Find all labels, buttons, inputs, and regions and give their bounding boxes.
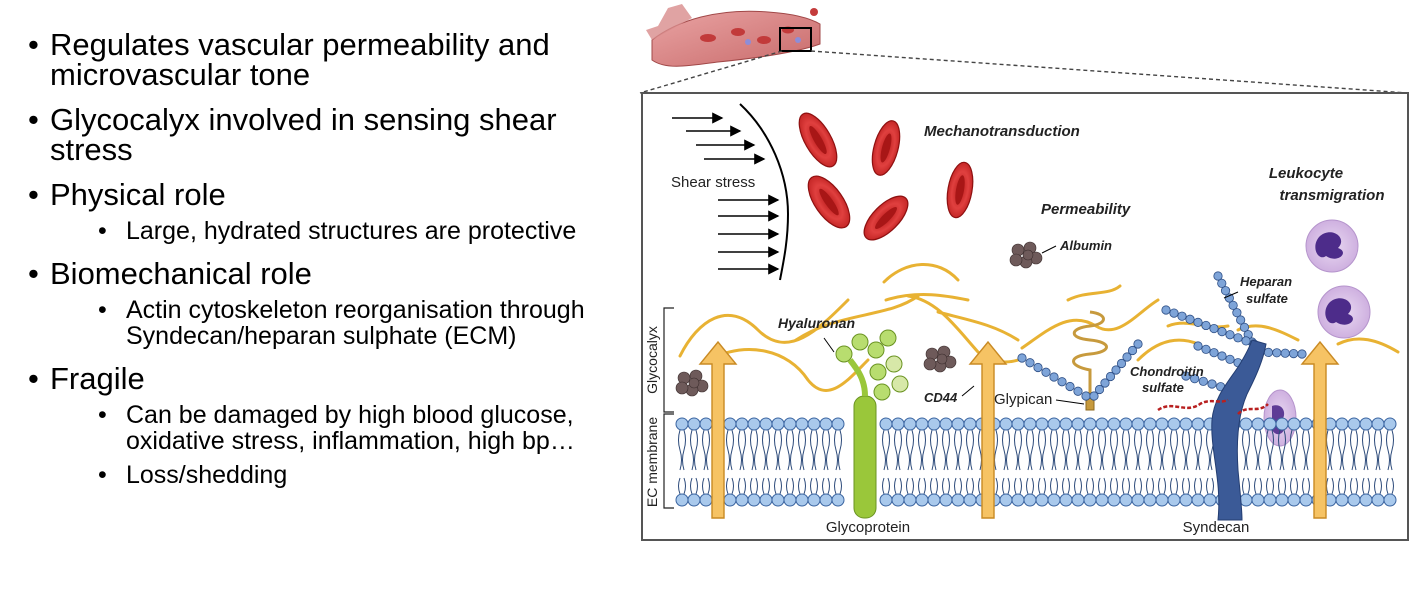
sub-bullet-text: Large, hydrated structures are protectiv… [126, 217, 577, 245]
cd44-label: CD44 [924, 390, 958, 405]
zoom-line [639, 50, 783, 94]
heparan-sulfate-chains [1017, 271, 1307, 401]
bullet-item: FragileCan be damaged by high blood gluc… [28, 361, 638, 488]
hyaluronan-label: Hyaluronan [778, 315, 855, 331]
albumin-label: Albumin [1059, 238, 1112, 253]
glycoprotein-label: Glycoprotein [826, 519, 910, 536]
glycocalyx-bracket [663, 307, 674, 413]
bullet-list: Regulates vascular permeability and micr… [28, 27, 638, 503]
bullet-text: Glycocalyx involved in sensing shear str… [50, 102, 557, 167]
ec-membrane-side-label: EC membrane [644, 417, 660, 507]
shear-arrows [672, 103, 790, 281]
permeability-label: Permeability [1041, 201, 1131, 218]
glycocalyx-figure: Shear stress Mechanotransduction Permeab… [639, 4, 1409, 541]
syndecan-label: Syndecan [1183, 519, 1250, 536]
leukocytes [1263, 219, 1371, 447]
albumin-molecules [675, 241, 1043, 397]
bullet-item: Regulates vascular permeability and micr… [28, 27, 638, 92]
sub-bullet-item: Actin cytoskeleton reorganisation throug… [98, 297, 638, 349]
blood-vessel-thumbnail [646, 4, 821, 67]
cd44-pointer [961, 385, 975, 397]
albumin-pointer [1041, 245, 1057, 254]
sub-bullet-text: Loss/shedding [126, 461, 288, 489]
hyaluronan-strands [678, 263, 1400, 392]
zoom-line [810, 50, 1409, 94]
syndecan [1211, 339, 1267, 521]
glycocalyx-side-label: Glycocalyx [644, 326, 660, 394]
sub-bullet-item: Large, hydrated structures are protectiv… [98, 218, 638, 244]
chondroitin-sulfate-chains [1157, 398, 1269, 415]
leukocyte-label-line2: transmigration [1279, 187, 1384, 204]
sub-bullet-text: Can be damaged by high blood glucose, ox… [126, 401, 575, 455]
heparan-pointer [1223, 291, 1239, 299]
bullet-item: Glycocalyx involved in sensing shear str… [28, 102, 638, 167]
sub-bullet-item: Can be damaged by high blood glucose, ox… [98, 402, 638, 454]
bullet-item: Biomechanical roleActin cytoskeleton reo… [28, 256, 638, 349]
bullet-text: Biomechanical role [50, 256, 312, 291]
ec-membrane-bracket [663, 413, 674, 509]
glypican-label: Glypican [994, 391, 1052, 408]
shear-stress-label: Shear stress [671, 174, 755, 191]
sub-bullet-item: Loss/shedding [98, 462, 638, 488]
heparan-label-line2: sulfate [1246, 291, 1288, 306]
heparan-label-line1: Heparan [1240, 274, 1292, 289]
glypican-pointer [1055, 399, 1085, 405]
mechanotransduction-label: Mechanotransduction [924, 123, 1080, 140]
diagram-frame [641, 92, 1409, 541]
bullet-text: Physical role [50, 177, 226, 212]
bullet-text: Regulates vascular permeability and micr… [50, 27, 550, 92]
hyaluronan-pointer [823, 337, 835, 353]
transmembrane-arrows [698, 340, 1340, 519]
chondroitin-label-line1: Chondroitin [1130, 364, 1204, 379]
zoom-box [779, 27, 812, 52]
leukocyte-label-line1: Leukocyte [1269, 165, 1343, 182]
bullet-item: Physical roleLarge, hydrated structures … [28, 177, 638, 244]
glycoprotein [835, 329, 909, 519]
red-blood-cells [798, 112, 974, 241]
chondroitin-label-line2: sulfate [1142, 380, 1184, 395]
sub-bullet-text: Actin cytoskeleton reorganisation throug… [126, 296, 585, 350]
bullet-text: Fragile [50, 361, 145, 396]
